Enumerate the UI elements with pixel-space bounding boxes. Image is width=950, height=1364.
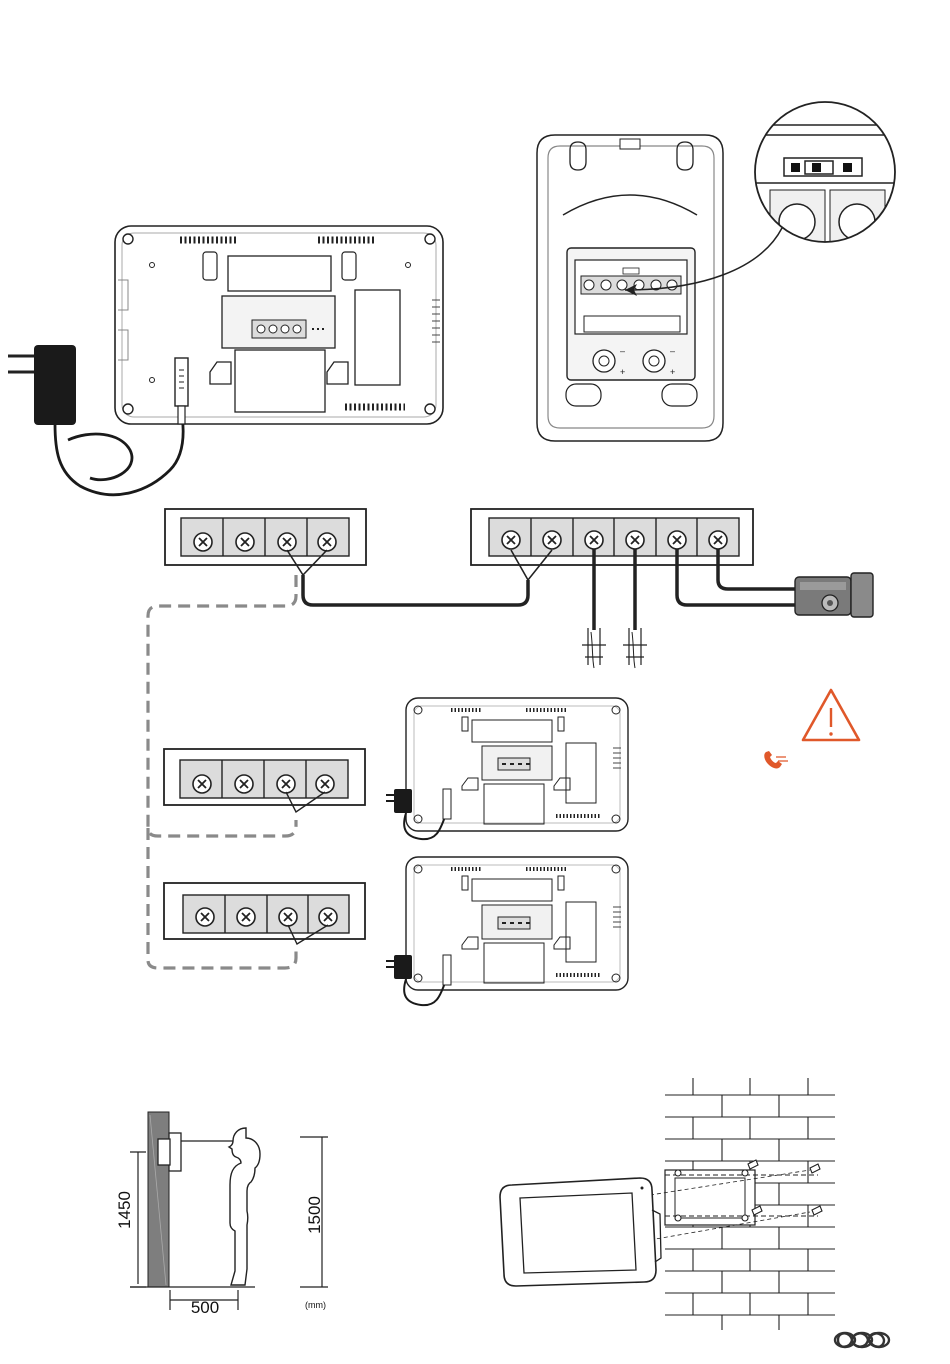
brand-logo-icon	[835, 1333, 889, 1347]
warning-triangle-icon	[803, 690, 859, 740]
mount-height-label: 1450	[115, 1191, 134, 1229]
polarity-plus-right: +	[670, 367, 675, 377]
polarity-plus-left: +	[620, 367, 625, 377]
unit-label: (mm)	[305, 1300, 326, 1310]
polarity-minus-right: –	[670, 346, 675, 356]
wall-mount-diagram	[500, 1078, 835, 1330]
exit-button-wires	[582, 549, 647, 668]
phone-transfer-icon	[764, 751, 788, 768]
installation-height-diagram: 1450 1500 500 (mm)	[115, 1112, 328, 1317]
extension-monitor-2	[386, 857, 628, 1005]
eye-height-label: 1500	[305, 1196, 324, 1234]
door-station-terminal-block	[471, 509, 753, 565]
monitor-terminal-block-2	[164, 749, 365, 812]
polarity-minus-left: –	[620, 346, 625, 356]
monitor-front-view	[500, 1178, 661, 1286]
monitor-terminal-block-1	[165, 509, 366, 565]
extension-monitor-1	[386, 698, 628, 839]
person-silhouette	[229, 1128, 260, 1285]
distance-label: 500	[191, 1298, 219, 1317]
monitor-terminal-block-3	[164, 883, 365, 944]
indoor-monitor-back	[115, 226, 443, 424]
